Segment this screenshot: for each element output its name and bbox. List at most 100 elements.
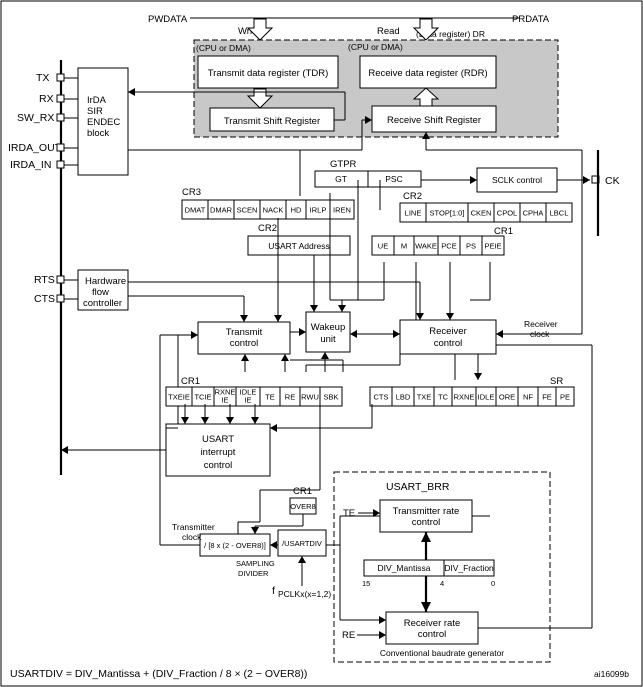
hwflow-line3: controller xyxy=(83,298,122,309)
sr-field: FE xyxy=(542,393,552,402)
bit15-label: 15 xyxy=(362,579,370,588)
cr1b-field: IE xyxy=(221,396,228,405)
interrupt-line1: USART xyxy=(202,434,234,445)
cr3-field: IRLP xyxy=(310,206,327,215)
cr2-cell xyxy=(545,202,573,223)
interrupt-line3: control xyxy=(204,460,233,471)
cr3-field: DMAR xyxy=(210,206,233,215)
fpclk-main: f xyxy=(272,585,275,597)
cr1b-field: TCIE xyxy=(194,393,211,402)
div-fraction-label: DIV_Fraction xyxy=(444,563,494,573)
sampling-div-label: / [8 x (2 - OVER8)] xyxy=(204,541,266,550)
cr2-field: CPHA xyxy=(523,209,544,218)
pin-ck-label: CK xyxy=(605,175,620,187)
sr-field: CTS xyxy=(374,393,389,402)
cr1a-field: WAKE xyxy=(415,242,437,251)
tx-rate-block xyxy=(379,499,473,533)
cr1b-field: RE xyxy=(285,393,295,402)
read-bus-arrow xyxy=(412,18,440,41)
cr1b-field: IE xyxy=(244,396,251,405)
pin-tx xyxy=(56,73,65,82)
cr1a-field: PEIE xyxy=(484,242,501,251)
over8-label: OVER8 xyxy=(290,502,315,511)
pin-rx xyxy=(56,94,65,103)
sampling-label-2: DIVIDER xyxy=(238,569,269,578)
tx-rate-line2: control xyxy=(412,517,441,528)
irda-line3: ENDEC xyxy=(87,117,120,128)
sr-cell xyxy=(555,386,575,407)
cr1b-field: IDLE xyxy=(240,388,257,397)
rx-clock-line1: Receiver xyxy=(524,319,558,329)
cr2-field: LINE xyxy=(405,209,422,218)
pin-cts xyxy=(56,294,65,303)
re-label: RE xyxy=(342,630,355,641)
usart-address-box xyxy=(247,235,351,256)
write-label: Write xyxy=(238,26,260,37)
tdr-label: Transmit data register (TDR) xyxy=(208,68,329,79)
cr1b-field: SBK xyxy=(323,393,338,402)
psc-label: PSC xyxy=(385,174,402,184)
pin-irdain xyxy=(56,160,65,169)
cr1b-field: RXNE xyxy=(215,388,236,397)
bit0-label: 0 xyxy=(491,579,495,588)
rsr-rdr-arrow xyxy=(412,87,440,107)
rx-ctrl-line1: Receiver xyxy=(429,326,467,337)
gt-label: GT xyxy=(335,174,347,184)
sr-field: TXE xyxy=(417,393,432,402)
sr-field: ORE xyxy=(499,393,515,402)
div-mantissa-label: DIV_Mantissa xyxy=(378,563,431,573)
wakeup-block xyxy=(305,311,351,353)
tx-clock-line2: clock xyxy=(182,532,202,542)
psc-box xyxy=(367,170,422,188)
sr-field: IDLE xyxy=(478,393,495,402)
usartdiv-label: /USARTDIV xyxy=(282,539,322,548)
te-label: TE xyxy=(343,508,355,519)
cr3-label: CR3 xyxy=(182,187,201,198)
read-label: Read xyxy=(377,26,400,37)
cr3-field: DMAT xyxy=(185,206,206,215)
rsr-box xyxy=(371,105,497,133)
pin-tx-label: TX xyxy=(36,72,49,84)
cr1a-field: M xyxy=(401,242,407,251)
cr1-label-a: CR1 xyxy=(494,226,513,237)
cr1a-field: UE xyxy=(378,242,388,251)
sr-field: TC xyxy=(438,393,449,402)
pin-cts-label: CTS xyxy=(34,293,55,305)
tdr-tsr-arrow xyxy=(246,88,274,109)
tx-rate-line1: Transmitter rate xyxy=(393,506,460,517)
cr2-field: CPOL xyxy=(497,209,517,218)
tx-ctrl-line1: Transmit xyxy=(226,327,263,338)
cpu-dma-left: (CPU or DMA) xyxy=(196,43,251,53)
wakeup-line2: unit xyxy=(320,334,336,345)
cr1-label-b: CR1 xyxy=(181,376,200,387)
usart-brr-label: USART_BRR xyxy=(386,481,450,493)
cr1a-field: PCE xyxy=(441,242,456,251)
pin-swrx-label: SW_RX xyxy=(17,112,54,124)
dr-label: (Data register) DR xyxy=(416,29,485,39)
cr3-field: NACK xyxy=(263,206,284,215)
fpclk-sub: PCLKx(x=1,2) xyxy=(278,589,331,599)
gtpr-label: GTPR xyxy=(330,159,357,170)
rx-rate-line1: Receiver rate xyxy=(404,618,461,629)
sr-field: RXNE xyxy=(454,393,475,402)
pin-rts-label: RTS xyxy=(34,274,55,286)
sampling-label-1: SAMPLING xyxy=(236,559,275,568)
sr-label: SR xyxy=(550,376,563,387)
tsr-label: Transmit Shift Register xyxy=(224,116,320,127)
formula-text: USARTDIV = DIV_Mantissa + (DIV_Fraction … xyxy=(10,668,307,680)
pwdata-label: PWDATA xyxy=(148,14,188,25)
usart-address-label: USART Address xyxy=(268,241,330,251)
receiver-control-block xyxy=(399,319,497,355)
irda-line2: SIR xyxy=(87,106,103,117)
hw-flow-block xyxy=(77,269,129,311)
sr-field: PE xyxy=(560,393,570,402)
cr1b-cell xyxy=(319,386,343,407)
tx-clock-line1: Transmitter xyxy=(172,522,215,532)
cr3-field: SCEN xyxy=(237,206,258,215)
interrupt-line2: interrupt xyxy=(201,447,236,458)
cr1b-field: TE xyxy=(265,393,275,402)
irda-block xyxy=(77,67,129,176)
figure-id: ai16099b xyxy=(594,669,629,679)
